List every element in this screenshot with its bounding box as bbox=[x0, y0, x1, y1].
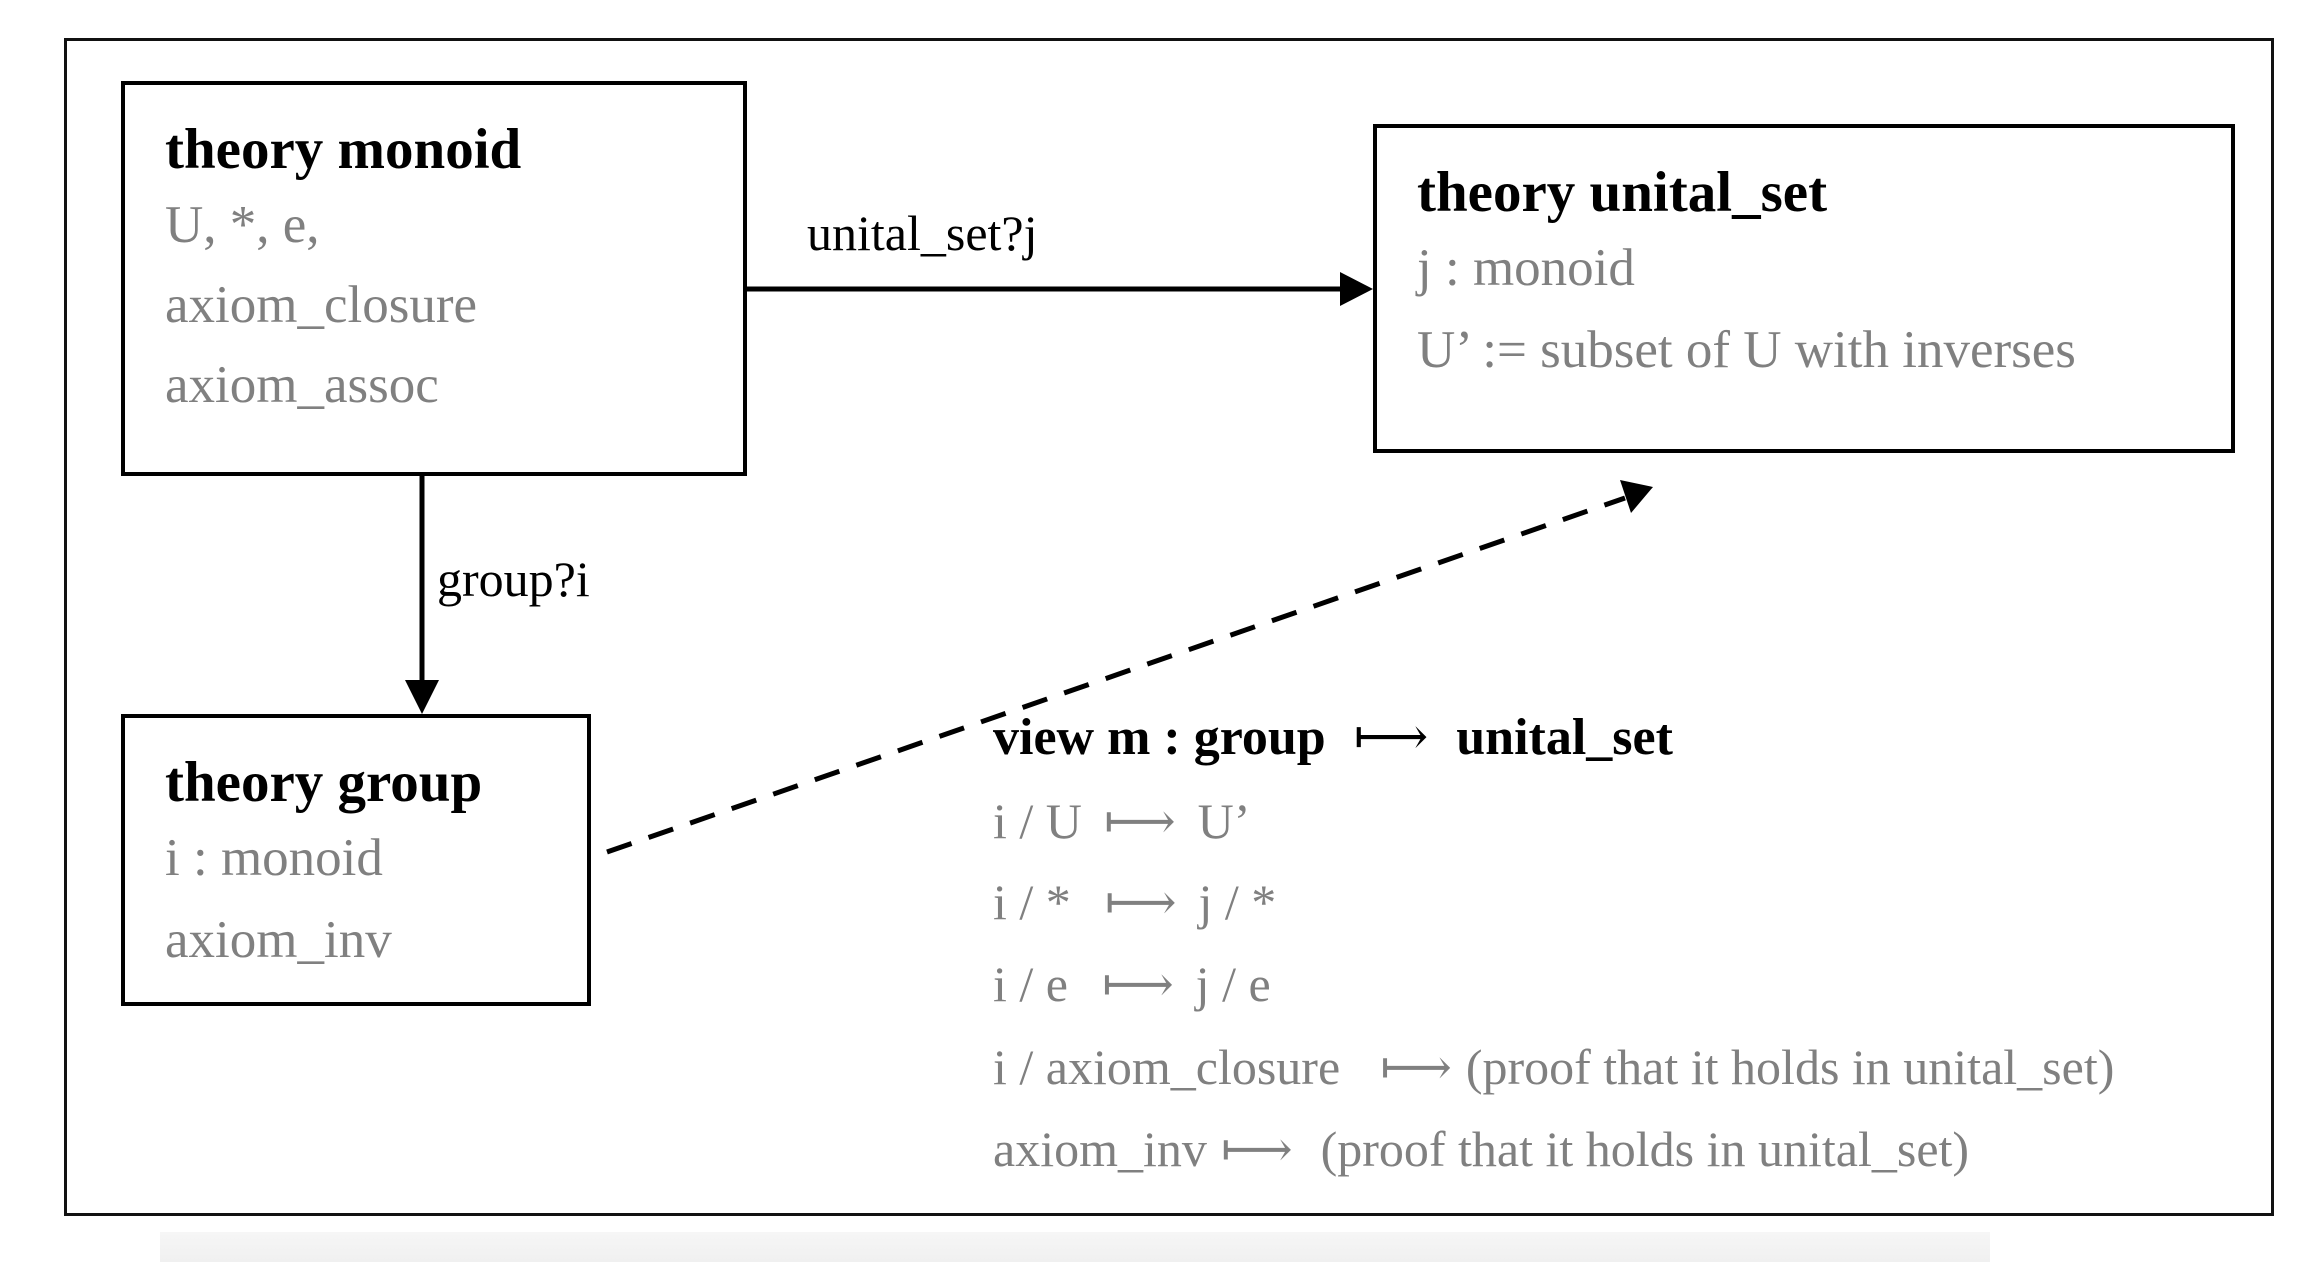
theory-monoid-line-1: U, *, e, bbox=[165, 196, 320, 254]
theory-group-box: theory group i : monoid axiom_inv bbox=[121, 714, 591, 1006]
view-mapping-row: i / * ⟼ j / * bbox=[993, 877, 1276, 927]
theory-unital-set-box: theory unital_set j : monoid U’ := subse… bbox=[1373, 124, 2235, 453]
mapping-to: j / e bbox=[1195, 956, 1271, 1012]
theory-group-line-2: axiom_inv bbox=[165, 911, 392, 969]
mapping-to: j / * bbox=[1198, 874, 1277, 930]
theory-group-title: theory group bbox=[165, 751, 483, 814]
maps-to-icon: ⟼ bbox=[1101, 956, 1174, 1012]
maps-to-icon: ⟼ bbox=[1353, 709, 1429, 766]
maps-to-icon: ⟼ bbox=[1380, 1039, 1452, 1095]
diagram-frame bbox=[64, 38, 2274, 1216]
theory-monoid-line-2: axiom_closure bbox=[165, 276, 478, 334]
maps-to-icon: ⟼ bbox=[1104, 874, 1177, 930]
theory-unital-set-title: theory unital_set bbox=[1417, 161, 1828, 224]
theory-unital-set-line-1: j : monoid bbox=[1417, 239, 1635, 297]
maps-to-icon: ⟼ bbox=[1220, 1121, 1293, 1177]
view-title: view m : group ⟼ unital_set bbox=[993, 712, 1673, 764]
view-title-right: unital_set bbox=[1456, 709, 1673, 766]
mapping-to: (proof that it holds in unital_set) bbox=[1465, 1039, 2115, 1095]
edge-monoid-to-group bbox=[405, 476, 439, 714]
theory-monoid-line-3: axiom_assoc bbox=[165, 356, 439, 414]
arrowhead-icon bbox=[1340, 272, 1373, 306]
theory-monoid-box: theory monoid U, *, e, axiom_closure axi… bbox=[121, 81, 747, 476]
mapping-to: U’ bbox=[1197, 793, 1251, 849]
view-mapping-row: axiom_inv⟼ (proof that it holds in unital… bbox=[993, 1124, 1969, 1174]
mapping-to: (proof that it holds in unital_set) bbox=[1320, 1121, 1970, 1177]
view-mapping-row: i / U ⟼ U’ bbox=[993, 796, 1250, 846]
view-title-left: view m : group bbox=[993, 709, 1326, 766]
edge-label-unital-set-j: unital_set?j bbox=[807, 205, 1038, 261]
bottom-shadow-strip bbox=[160, 1232, 1990, 1262]
edge-monoid-to-unital-set bbox=[747, 272, 1373, 306]
theory-monoid-title: theory monoid bbox=[165, 118, 522, 181]
mapping-from: i / axiom_closure bbox=[993, 1039, 1341, 1095]
mapping-from: i / e bbox=[993, 956, 1068, 1012]
maps-to-icon: ⟼ bbox=[1103, 793, 1176, 849]
view-mapping-row: i / axiom_closure ⟼(proof that it holds i… bbox=[993, 1042, 2114, 1092]
theory-unital-set-line-2: U’ := subset of U with inverses bbox=[1417, 321, 2076, 379]
mapping-from: axiom_inv bbox=[993, 1121, 1207, 1177]
mapping-from: i / * bbox=[993, 874, 1071, 930]
arrowhead-icon bbox=[405, 680, 439, 714]
edge-view-group-to-unital-set bbox=[606, 480, 1653, 855]
view-mapping-row: i / e ⟼ j / e bbox=[993, 959, 1271, 1009]
edge-label-group-i: group?i bbox=[437, 551, 590, 607]
mapping-from: i / U bbox=[993, 793, 1082, 849]
arrowhead-icon bbox=[1620, 480, 1653, 513]
theory-group-line-1: i : monoid bbox=[165, 829, 383, 887]
